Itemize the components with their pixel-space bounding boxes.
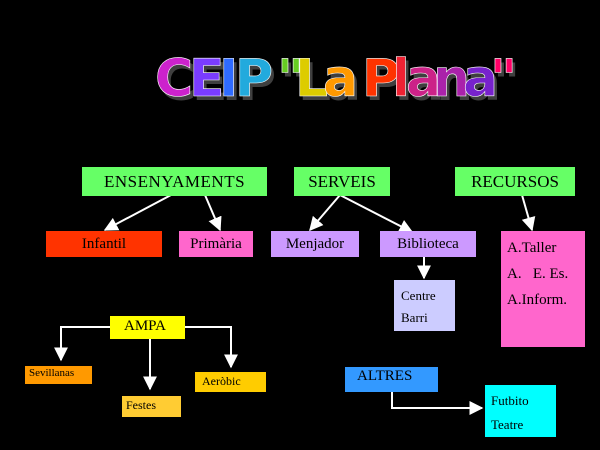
aerobic-box: Aeròbic [195, 372, 266, 392]
arrow-to-biblioteca [339, 194, 414, 233]
title-letter: I [219, 49, 238, 109]
title-letter-shadow: E [192, 53, 228, 110]
title-letter-shadow: a [409, 53, 444, 110]
festes-box: Festes [122, 396, 181, 417]
centre-barri-line1: Centre [401, 288, 436, 303]
recursos-label: RECURSOS [471, 171, 559, 191]
primaria-box: Primària [179, 231, 253, 257]
title-letter: C [155, 49, 193, 109]
altres-list-box: Futbito Teatre [485, 385, 556, 437]
title-letter: a [323, 49, 358, 109]
arrow-to-aerobic [185, 326, 238, 369]
ampa-box: AMPA [110, 316, 185, 339]
sevillanas-label: Sevillanas [29, 367, 75, 379]
menjador-label: Menjador [285, 235, 345, 252]
title-letter-shadow: L [298, 53, 331, 110]
title-letter-shadow: C [158, 53, 196, 110]
recursos-box: RECURSOS [455, 167, 575, 196]
title-letter: a [406, 49, 441, 109]
arrow-to-primaria [204, 194, 222, 232]
title-letter: " [490, 49, 517, 109]
arrow-to-infantil [103, 194, 172, 231]
title-letter-shadow: " [493, 53, 520, 110]
recursos-list-box: A.Taller A. E. Es. A.Inform. [501, 231, 585, 347]
recursos-item-inform: A.Inform. [507, 292, 567, 308]
title-letter-shadow: n [436, 53, 473, 110]
arrow-to-menjador [309, 194, 341, 232]
title-letter: a [463, 49, 498, 109]
biblioteca-box: Biblioteca [380, 231, 476, 257]
title-letter: n [433, 49, 470, 109]
arrow-to-sevillanas [54, 326, 110, 362]
menjador-box: Menjador [271, 231, 359, 257]
infantil-box: Infantil [46, 231, 162, 257]
title-letter-shadow: l [395, 53, 413, 110]
title-letter-shadow: a [326, 53, 361, 110]
title-letter-shadow: I [222, 53, 241, 110]
title-letter: P [235, 49, 273, 109]
serveis-box: SERVEIS [294, 167, 390, 196]
primaria-label: Primària [190, 235, 242, 252]
sevillanas-box: Sevillanas [25, 366, 92, 384]
altres-item-teatre: Teatre [491, 417, 524, 432]
infantil-label: Infantil [81, 235, 127, 252]
recursos-item-es: A. E. Es. [507, 266, 569, 282]
altres-label: ALTRES [357, 368, 413, 384]
ampa-label: AMPA [124, 318, 166, 334]
altres-box: ALTRES [345, 367, 438, 392]
title-letter-shadow: P [365, 53, 403, 110]
arrow-to-recursos-list [521, 194, 536, 232]
title-letter-shadow: a [466, 53, 501, 110]
title-letter: E [189, 49, 225, 109]
serveis-label: SERVEIS [308, 171, 376, 191]
recursos-item-taller: A.Taller [507, 240, 557, 256]
festes-label: Festes [126, 398, 156, 412]
ensenyaments-label: ENSENYAMENTS [103, 171, 246, 191]
altres-item-futbito: Futbito [491, 393, 529, 408]
aerobic-label: Aeròbic [202, 374, 241, 388]
ensenyaments-box: ENSENYAMENTS [82, 167, 267, 196]
centre-barri-line2: Barri [401, 310, 428, 325]
title-letter: l [392, 49, 410, 109]
arrow-to-altres-list [391, 392, 484, 415]
title-letter-shadow: " [280, 53, 307, 110]
centre-barri-box: Centre Barri [394, 280, 455, 331]
title-letter-shadow: P [238, 53, 276, 110]
biblioteca-label: Biblioteca [397, 235, 459, 252]
title-letter: " [277, 49, 304, 109]
title-letter: L [295, 49, 328, 109]
title-letter: P [362, 49, 400, 109]
